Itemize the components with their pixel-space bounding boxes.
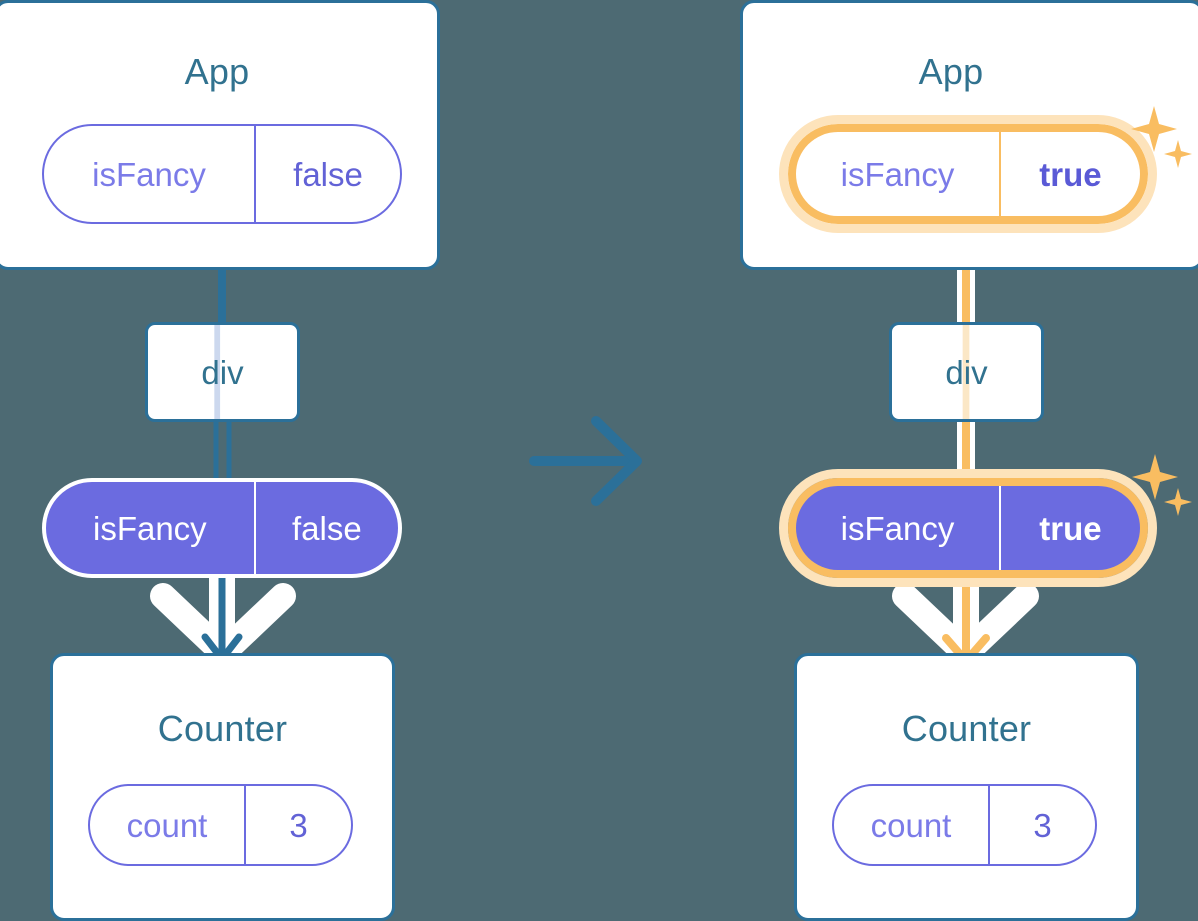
state-key: count — [126, 806, 208, 844]
render-arrow-orange-right — [942, 578, 990, 665]
prop-pill-after: isFancy true — [796, 486, 1140, 570]
div-node-before: div — [145, 322, 300, 422]
state-key: isFancy — [840, 155, 955, 193]
div-pass-through-line — [214, 325, 221, 419]
prop-value: false — [253, 482, 398, 574]
div-label-before: div — [201, 353, 244, 391]
sparkle-group-middle — [1132, 454, 1192, 516]
state-value: false — [254, 126, 400, 222]
app-state-pill-after: isFancy true — [796, 132, 1140, 216]
app-title-after: App — [918, 51, 984, 92]
arrow-right-icon — [529, 416, 642, 506]
app-state-pill-before: isFancy false — [42, 124, 402, 224]
render-arrow-blue-left — [201, 578, 243, 663]
div-node-after: div — [889, 322, 1044, 422]
state-value: 3 — [987, 786, 1095, 864]
counter-title-before: Counter — [157, 708, 288, 749]
prop-pill-before: isFancy false — [42, 478, 402, 578]
sparkle-small-icon — [1164, 488, 1192, 516]
sparkle-icon — [1131, 106, 1177, 152]
app-title-before: App — [184, 51, 250, 92]
counter-title-after: Counter — [901, 708, 1032, 749]
render-arrow-white-right — [892, 562, 1039, 665]
sparkle-small-icon — [1164, 140, 1192, 168]
render-arrow-white-left — [150, 562, 296, 665]
state-key: count — [870, 806, 952, 844]
sparkle-group-top — [1131, 106, 1192, 168]
div-pass-through-line — [962, 325, 970, 419]
counter-state-pill-before: count 3 — [88, 784, 353, 866]
state-value: 3 — [243, 786, 351, 864]
prop-value: true — [998, 486, 1140, 570]
state-value: true — [998, 132, 1140, 216]
counter-state-pill-after: count 3 — [832, 784, 1097, 866]
prop-key: isFancy — [840, 509, 955, 547]
state-key: isFancy — [92, 155, 206, 193]
sparkle-icon — [1132, 454, 1178, 500]
div-label-after: div — [945, 353, 988, 391]
prop-key: isFancy — [92, 509, 207, 547]
